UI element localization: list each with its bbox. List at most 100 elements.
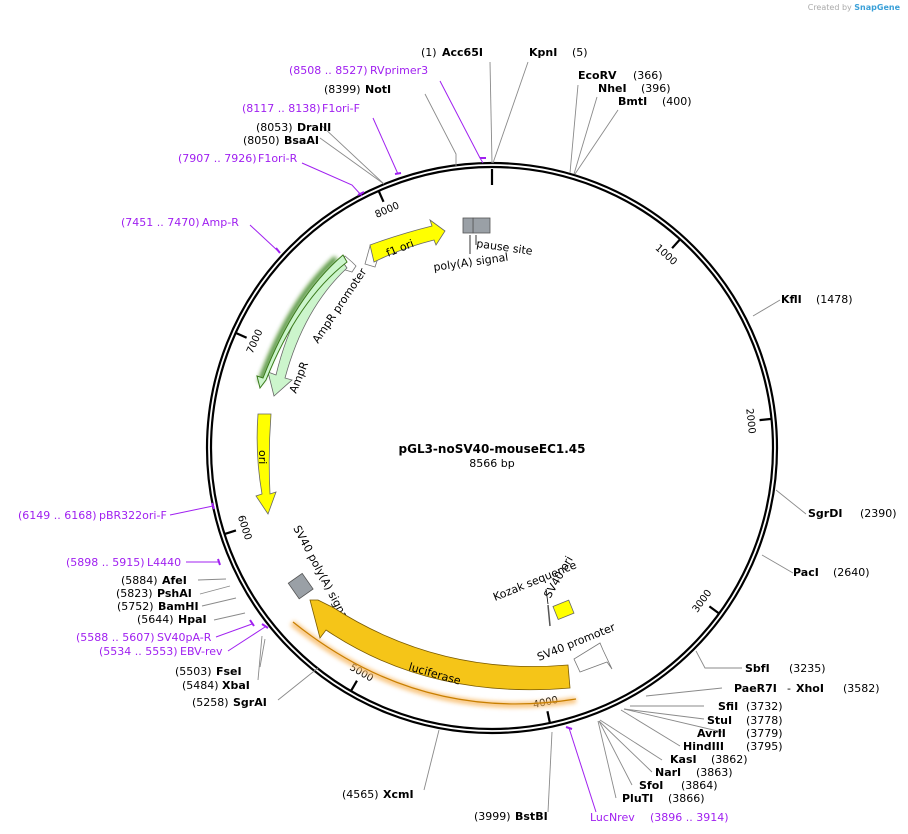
plasmid-name: pGL3-noSV40-mouseEC1.45 — [399, 442, 586, 456]
primer-name-ebv-rev[interactable]: EBV-rev — [180, 645, 223, 658]
enzyme-pos-fsei: (5503) — [175, 665, 212, 678]
enzyme-pos-paci: (2640) — [833, 566, 870, 579]
feature-sv40-promoter[interactable]: SV40 promoter — [535, 620, 618, 673]
enzyme-name-sgrdi[interactable]: SgrDI — [808, 507, 842, 520]
snapgene-watermark: Created by SnapGene — [808, 3, 900, 12]
enzyme-name-noti[interactable]: NotI — [365, 83, 391, 96]
enzyme-pos-sfii: (3732) — [746, 700, 783, 713]
tick-label-2000: 2000 — [743, 408, 757, 434]
feature-label-polya-signal: poly(A) signal — [433, 251, 509, 274]
enzyme-leader-lines — [197, 61, 807, 813]
enzyme-pos-bmti: (400) — [662, 95, 692, 108]
enzyme-name-kasi[interactable]: KasI — [670, 753, 697, 766]
tick-mark-8000 — [377, 190, 385, 203]
enzyme-pos-xbai: (5484) — [182, 679, 219, 692]
enzyme-name-hpai[interactable]: HpaI — [178, 613, 207, 626]
enzyme-name-paci[interactable]: PacI — [793, 566, 819, 579]
enzyme-pos-acc65i: (1) — [421, 46, 437, 59]
enzyme-name-xbai[interactable]: XbaI — [222, 679, 250, 692]
primer-name-pbr322ori-f[interactable]: pBR322ori-F — [99, 509, 167, 522]
tick-label-3000: 3000 — [691, 588, 715, 615]
enzyme-name-hindiii[interactable]: HindIII — [683, 740, 724, 753]
enzyme-name-sgrai[interactable]: SgrAI — [233, 696, 267, 709]
primer-name-rvprimer3[interactable]: RVprimer3 — [370, 64, 428, 77]
primer-name-f1ori-f[interactable]: F1ori-F — [322, 102, 360, 115]
feature-ampr-glow — [257, 256, 338, 383]
primer-range-lucnrev: (3896 .. 3914) — [650, 811, 729, 824]
snapgene-logo: SnapGene — [854, 3, 900, 12]
primer-name-sv40pa-r[interactable]: SV40pA-R — [157, 631, 212, 644]
enzyme-name-bamhi[interactable]: BamHI — [158, 600, 199, 613]
enzyme-pos-sfoi: (3864) — [681, 779, 718, 792]
enzyme-name-nhei[interactable]: NheI — [598, 82, 627, 95]
enzyme-pos-kpni: (5) — [572, 46, 588, 59]
enzyme-name-bsaai[interactable]: BsaAI — [284, 134, 319, 147]
enzyme-name-kfli[interactable]: KflI — [781, 293, 802, 306]
feature-label-ori: ori — [256, 450, 269, 464]
feature-f1-ori[interactable]: f1 ori — [364, 218, 446, 268]
enzyme-name-xhoi[interactable]: XhoI — [796, 682, 824, 695]
enzyme-pos-hpai: (5644) — [137, 613, 174, 626]
primer-range-f1ori-r: (7907 .. 7926) — [178, 152, 257, 165]
enzyme-pos-ecorv: (366) — [633, 69, 663, 82]
primer-name-f1ori-r[interactable]: F1ori-R — [258, 152, 298, 165]
tick-label-6000: 6000 — [235, 514, 253, 542]
enzyme-name-xcmi[interactable]: XcmI — [383, 788, 414, 801]
primer-range-rvprimer3: (8508 .. 8527) — [289, 64, 368, 77]
enzyme-name-sbfi[interactable]: SbfI — [745, 662, 770, 675]
enzyme-name-pshai[interactable]: PshAI — [157, 587, 192, 600]
tick-mark-1000 — [671, 238, 681, 249]
enzyme-pos-bsaai: (8050) — [243, 134, 280, 147]
enzyme-pos-xcmi: (4565) — [342, 788, 379, 801]
enzyme-name-nari[interactable]: NarI — [655, 766, 681, 779]
primer-range-amp-r: (7451 .. 7470) — [121, 216, 200, 229]
enzyme-name-draiii[interactable]: DraIII — [297, 121, 331, 134]
enzyme-name-sfii[interactable]: SfiI — [718, 700, 738, 713]
enzyme-name-fsei[interactable]: FseI — [216, 665, 242, 678]
enzyme-name-bstbi[interactable]: BstBI — [515, 810, 548, 823]
enzyme-name-avrii[interactable]: AvrII — [697, 727, 726, 740]
tick-mark-4000 — [546, 710, 551, 724]
enzyme-pos-sbfi: (3235) — [789, 662, 826, 675]
watermark-prefix: Created by — [807, 3, 852, 12]
enzyme-name-pluti[interactable]: PluTI — [622, 792, 653, 805]
enzyme-name-paer7i[interactable]: PaeR7I — [734, 682, 777, 695]
enzyme-pos-pluti: (3866) — [668, 792, 705, 805]
enzyme-name-kpni[interactable]: KpnI — [529, 46, 557, 59]
enzyme-pos-kfli: (1478) — [816, 293, 853, 306]
svg-text:-: - — [787, 682, 791, 695]
enzyme-pos-kasi: (3862) — [711, 753, 748, 766]
feature-sv40-ori[interactable]: SV40 ori — [541, 554, 576, 621]
feature-label-ampr: AmpR — [287, 359, 311, 395]
enzyme-name-sfoi[interactable]: SfoI — [639, 779, 663, 792]
tick-label-7000: 7000 — [245, 328, 265, 356]
primer-name-l4440[interactable]: L4440 — [147, 556, 181, 569]
enzyme-pos-bstbi: (3999) — [474, 810, 511, 823]
tick-mark-7000 — [235, 331, 248, 339]
primer-range-sv40pa-r: (5588 .. 5607) — [76, 631, 155, 644]
enzyme-pos-sgrdi: (2390) — [860, 507, 897, 520]
tick-mark-5000 — [349, 680, 358, 692]
enzyme-name-acc65i[interactable]: Acc65I — [442, 46, 483, 59]
enzyme-pos-xhoi: (3582) — [843, 682, 880, 695]
enzyme-pos-noti: (8399) — [324, 83, 361, 96]
enzyme-name-stui[interactable]: StuI — [707, 714, 732, 727]
primer-range-ebv-rev: (5534 .. 5553) — [99, 645, 178, 658]
enzyme-name-bmti[interactable]: BmtI — [618, 95, 647, 108]
enzyme-pos-stui: (3778) — [746, 714, 783, 727]
enzyme-pos-nhei: (396) — [641, 82, 671, 95]
enzyme-pos-pshai: (5823) — [116, 587, 153, 600]
primer-name-lucnrev[interactable]: LucNrev — [590, 811, 635, 824]
tick-mark-3000 — [708, 605, 720, 615]
feature-luciferase[interactable]: luciferase — [292, 599, 577, 705]
enzyme-pos-bamhi: (5752) — [117, 600, 154, 613]
enzyme-pos-afei: (5884) — [121, 574, 158, 587]
primer-name-amp-r[interactable]: Amp-R — [202, 216, 239, 229]
feature-luciferase-glow — [290, 620, 577, 708]
feature-ori[interactable]: ori — [255, 413, 277, 515]
enzyme-labels: (1) Acc65I KpnI (5) EcoRV (366) NheI (39… — [116, 46, 897, 823]
enzyme-name-afei[interactable]: AfeI — [162, 574, 187, 587]
tick-label-8000: 8000 — [373, 200, 401, 220]
enzyme-name-ecorv[interactable]: EcoRV — [578, 69, 617, 82]
